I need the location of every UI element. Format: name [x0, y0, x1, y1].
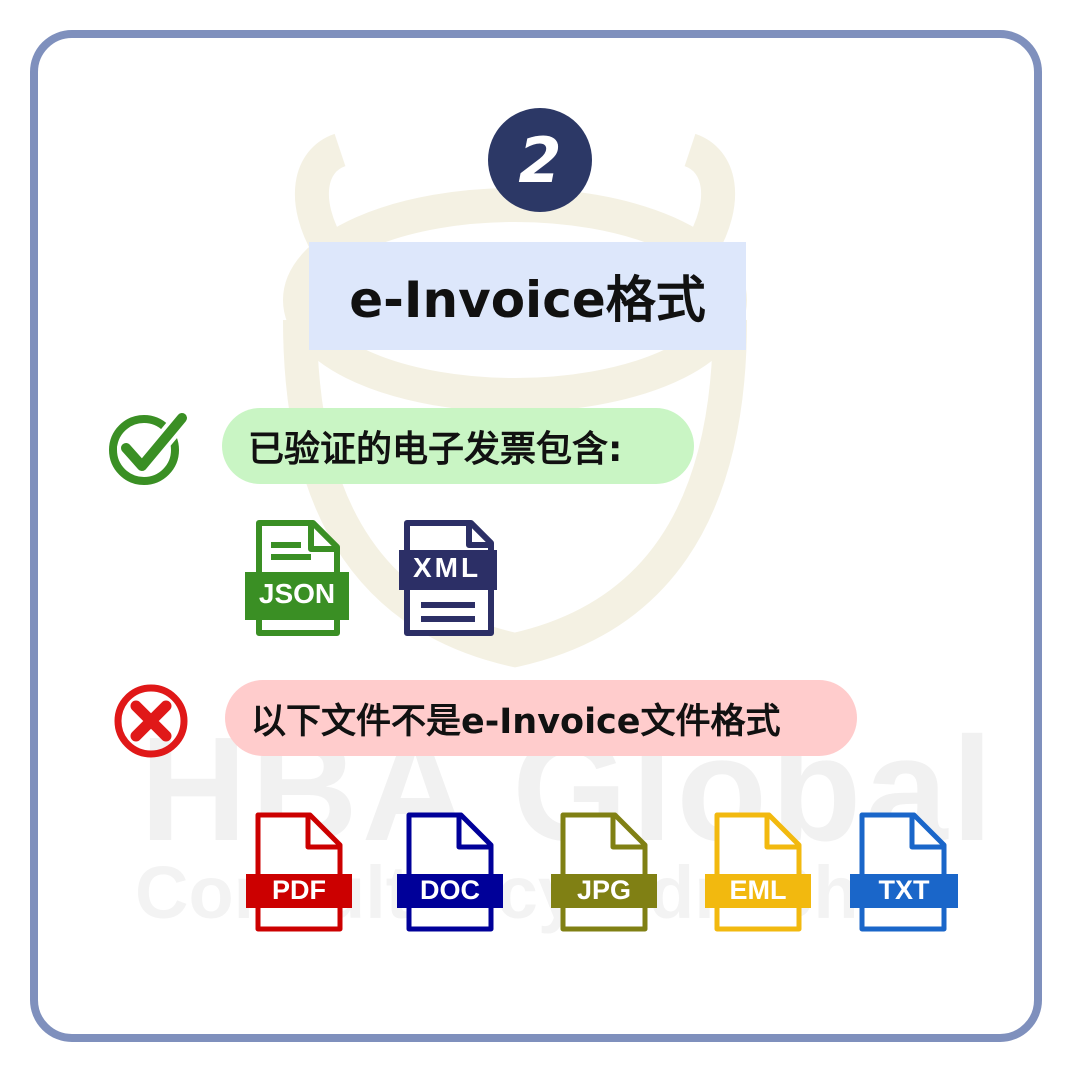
json-file-label: JSON [258, 578, 336, 609]
step-number-badge: 2 [488, 108, 592, 212]
pdf-file-icon: PDF [246, 812, 356, 934]
xml-file-label: XML [412, 552, 482, 583]
txt-file-icon: TXT [850, 812, 960, 934]
jpg-file-icon: JPG [551, 812, 661, 934]
check-circle-icon [109, 409, 188, 485]
eml-file-icon: EML [705, 812, 815, 934]
doc-file-label: DOC [420, 875, 480, 905]
eml-file-label: EML [729, 875, 787, 905]
valid-formats-label: 已验证的电子发票包含: [222, 408, 694, 484]
doc-file-icon: DOC [397, 812, 507, 934]
x-circle-icon [114, 684, 188, 758]
page-title: e-Invoice格式 [309, 242, 746, 350]
pdf-file-label: PDF [272, 875, 326, 905]
json-file-icon: JSON [245, 520, 353, 638]
invalid-formats-label: 以下文件不是e-Invoice文件格式 [225, 680, 857, 756]
jpg-file-label: JPG [576, 875, 632, 905]
txt-file-label: TXT [878, 875, 930, 905]
xml-file-icon: XML [397, 520, 501, 638]
